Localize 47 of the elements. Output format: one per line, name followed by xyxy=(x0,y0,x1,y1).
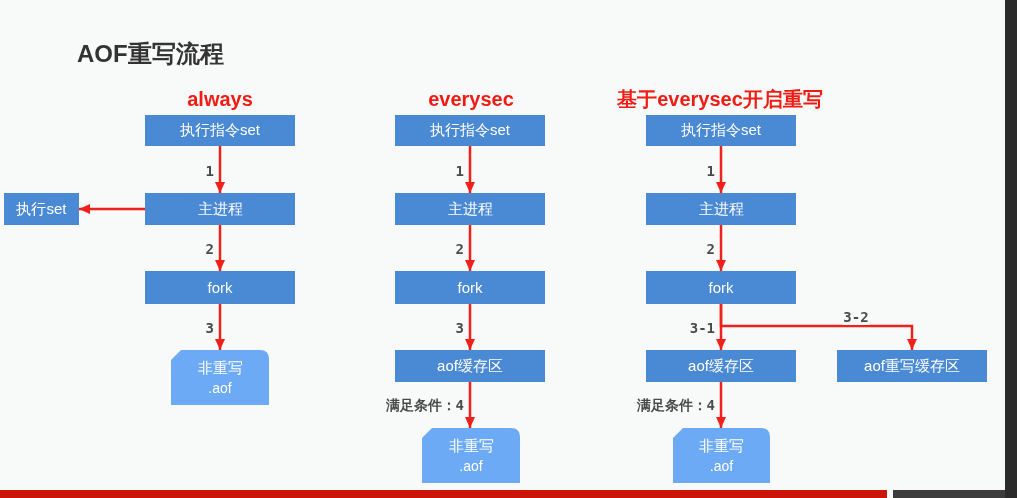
file-shape xyxy=(673,428,770,483)
node-label: .aof xyxy=(709,456,734,476)
process-box: aof缓存区 xyxy=(395,350,545,382)
node-label: 非重写 xyxy=(699,435,744,456)
edge-label: 满足条件：4 xyxy=(384,397,465,415)
process-box: 主进程 xyxy=(395,193,545,225)
arrow xyxy=(716,225,726,271)
title: AOF重写流程 xyxy=(77,39,224,69)
edge-label: 3-2 xyxy=(842,309,870,325)
arrow xyxy=(465,225,475,271)
node-label: .aof xyxy=(459,456,483,476)
edge-label: 2 xyxy=(705,241,716,257)
process-box: aof缓存区 xyxy=(646,350,796,382)
file-shape xyxy=(422,428,520,483)
column-heading: 基于everysec开启重写 xyxy=(617,86,823,112)
edge-label: 2 xyxy=(204,241,215,257)
column-heading: everysec xyxy=(428,87,514,111)
arrow xyxy=(79,204,145,214)
arrow xyxy=(215,304,225,350)
process-box: 执行指令set xyxy=(646,115,796,146)
edge-label: 3 xyxy=(454,320,465,336)
file-shape xyxy=(171,350,269,405)
arrow xyxy=(465,304,475,350)
arrow xyxy=(719,304,917,350)
arrow xyxy=(716,146,726,193)
process-box: 主进程 xyxy=(646,193,796,225)
process-box: fork xyxy=(646,271,796,304)
arrow xyxy=(716,382,726,428)
node-label: 非重写 xyxy=(448,435,494,456)
node-label: 非重写 xyxy=(197,357,243,378)
arrow xyxy=(465,382,475,428)
process-box: 执行指令set xyxy=(395,115,545,146)
process-box: 主进程 xyxy=(145,193,295,225)
arrow xyxy=(465,146,475,193)
process-box: 执行指令set xyxy=(145,115,295,146)
arrow xyxy=(215,146,225,193)
edge-label: 满足条件：4 xyxy=(635,397,716,415)
process-box: fork xyxy=(395,271,545,304)
edge-label: 3-1 xyxy=(688,320,716,336)
process-box: 执行set xyxy=(4,193,79,225)
column-heading: always xyxy=(187,87,253,111)
node-label: .aof xyxy=(208,378,232,398)
arrow xyxy=(215,225,225,271)
edge-label: 2 xyxy=(454,241,465,257)
edge-label: 3 xyxy=(204,320,215,336)
process-box: fork xyxy=(145,271,295,304)
process-box: aof重写缓存区 xyxy=(837,350,987,382)
